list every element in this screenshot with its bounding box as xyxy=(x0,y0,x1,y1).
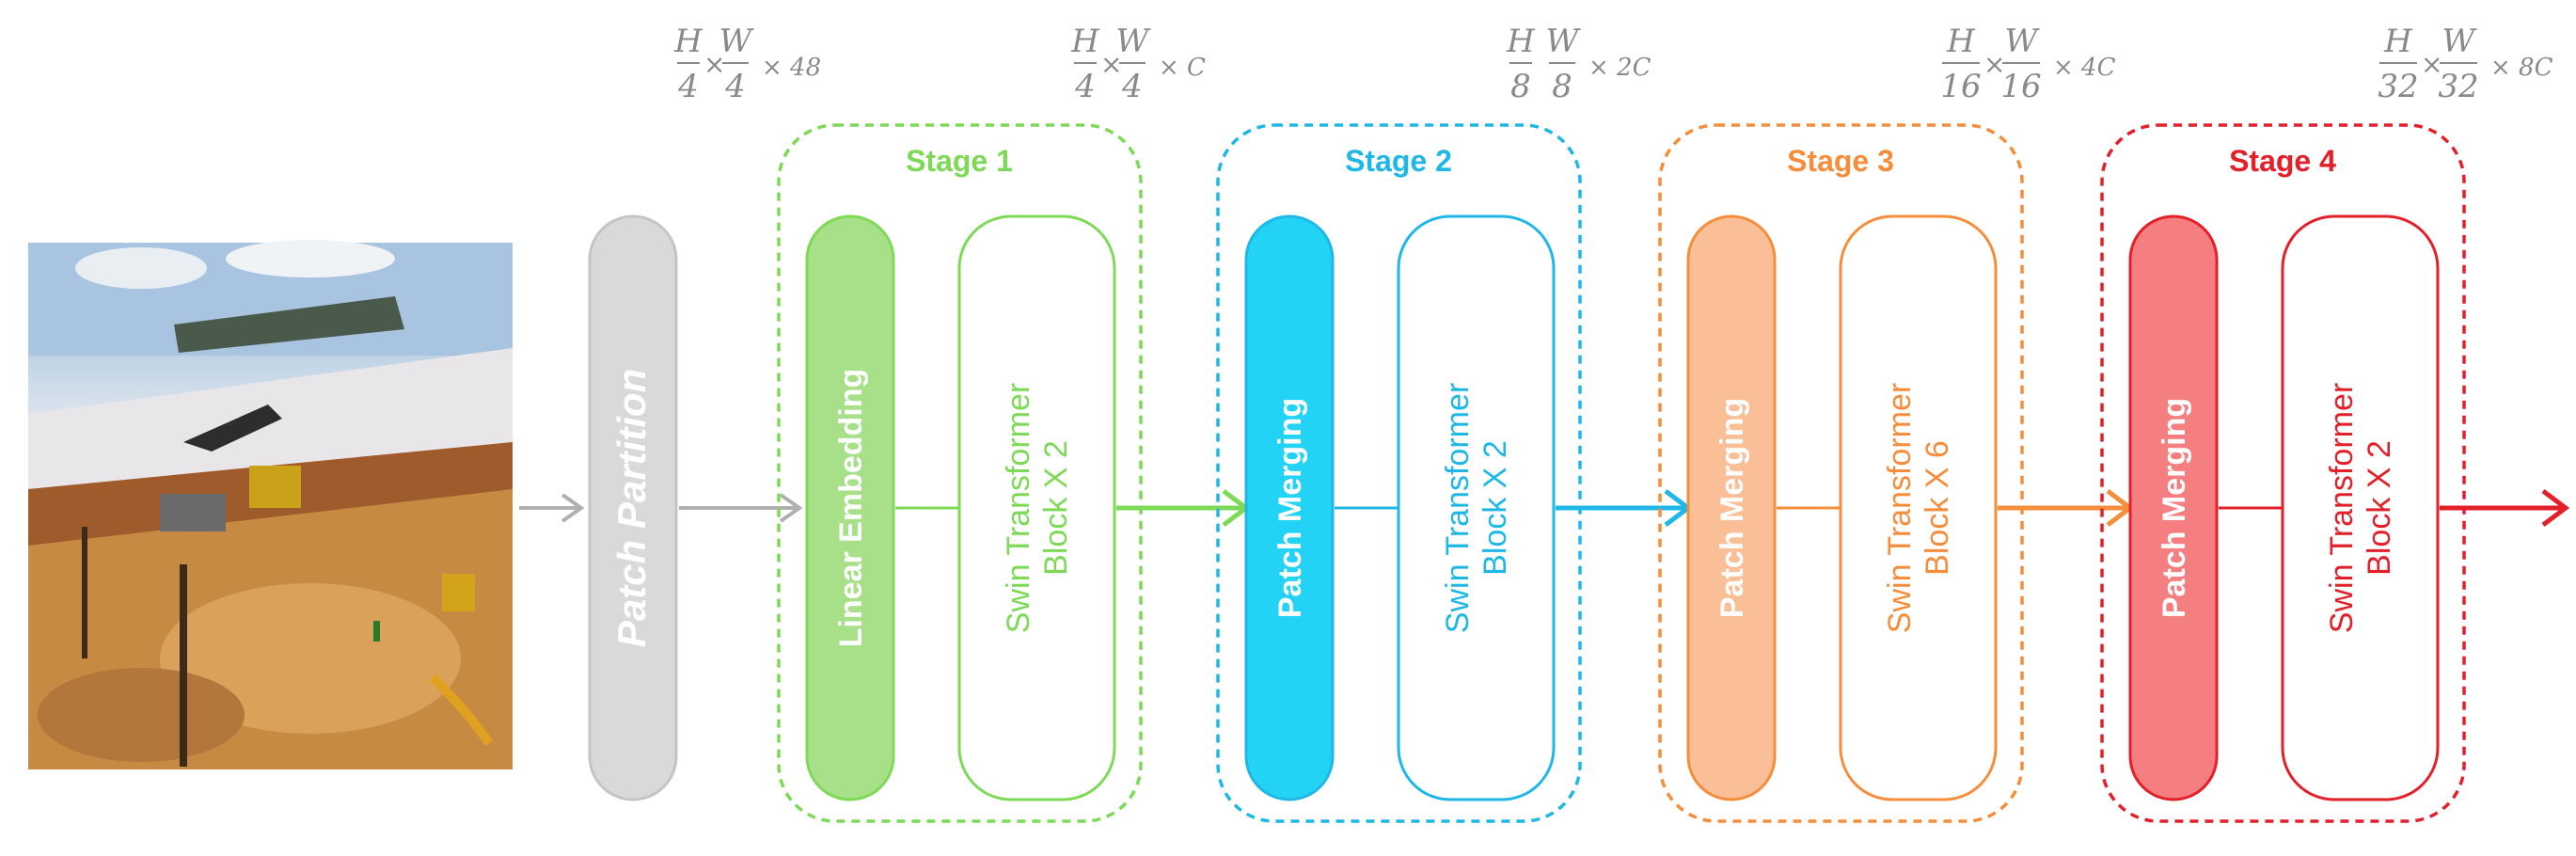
stage-first-block-label: Linear Embedding xyxy=(833,369,869,648)
dim-denominator-h: 8 xyxy=(1510,68,1531,105)
stage-first-block-label: Patch Merging xyxy=(2157,398,2192,618)
stages: Stage 1 Linear Embedding Swin TransformerB… xyxy=(777,123,2570,823)
patch-partition-label: Patch Partition xyxy=(609,369,654,647)
stage-transformer-block xyxy=(1839,214,1998,801)
dim-denominator-w: 32 xyxy=(2438,68,2478,105)
stage-title: Stage 3 xyxy=(1787,144,1894,178)
stage-transformer-label: Swin TransformerBlock X 6 xyxy=(1882,383,1955,633)
dim-denominator-w: 4 xyxy=(724,68,746,105)
stage-boundary xyxy=(1658,123,2024,823)
dimension-label-5: H 32×W 32 × 8C xyxy=(2378,23,2552,105)
dim-denominator-h: 16 xyxy=(1940,68,1981,105)
stage-2: Stage 2 Patch Merging Swin TransformerBloc… xyxy=(1216,123,1693,823)
stage-first-block xyxy=(1244,214,1335,801)
stage-transformer-label: Swin TransformerBlock X 2 xyxy=(2324,383,2397,633)
stage-3: Stage 3 Patch Merging Swin TransformerBloc… xyxy=(1658,123,2135,823)
dim-denominator-h: 32 xyxy=(2378,68,2418,105)
dim-denominator-h: 4 xyxy=(1074,68,1096,105)
stage-transformer-block xyxy=(1397,214,1556,801)
dimension-label-2: H4×W4× C xyxy=(1070,23,1206,105)
stage-boundary xyxy=(1216,123,1582,823)
dim-times: × xyxy=(703,49,725,80)
dimension-label-4: H 16×W 16 × 4C xyxy=(1940,23,2115,105)
stage-transformer-label: Swin TransformerBlock X 2 xyxy=(1001,383,1074,633)
dim-suffix: × C xyxy=(1159,54,1206,82)
dim-numerator-w: W xyxy=(2442,23,2478,60)
dim-times: × xyxy=(1100,49,1122,80)
stage-first-block-label: Patch Merging xyxy=(1272,398,1308,618)
stage-4: Stage 4 Patch Merging Swin TransformerBloc… xyxy=(2100,123,2570,823)
dim-numerator-w: W xyxy=(1546,23,1582,60)
dim-denominator-w: 4 xyxy=(1121,68,1143,105)
dim-numerator-h: H xyxy=(673,23,703,60)
stage-title: Stage 4 xyxy=(2229,144,2336,178)
dim-denominator-w: 16 xyxy=(2000,68,2041,105)
stage-title: Stage 1 xyxy=(906,144,1013,178)
dim-times: × xyxy=(1983,49,2005,80)
dim-suffix: × 48 xyxy=(762,54,821,82)
dim-numerator-w: W xyxy=(1116,23,1152,60)
dim-numerator-w: W xyxy=(2005,23,2041,60)
stage-transformer-block xyxy=(2281,214,2440,801)
dim-denominator-w: 8 xyxy=(1552,68,1572,105)
patch-partition-block: Patch Partition xyxy=(588,214,678,801)
dim-denominator-h: 4 xyxy=(677,68,699,105)
stage-transformer-label: Swin TransformerBlock X 2 xyxy=(1440,383,1513,633)
input-image xyxy=(28,240,513,769)
stage-transformer-block xyxy=(957,214,1116,801)
stage-1: Stage 1 Linear Embedding Swin TransformerB… xyxy=(777,123,1251,823)
dim-numerator-h: H xyxy=(1070,23,1100,60)
dim-numerator-h: H xyxy=(1946,23,1976,60)
stage-boundary xyxy=(777,123,1143,823)
stage-first-block xyxy=(805,214,895,801)
stage-first-block xyxy=(1686,214,1777,801)
dim-suffix: × 8C xyxy=(2490,54,2553,82)
dim-suffix: × 4C xyxy=(2053,54,2116,82)
stage-first-block xyxy=(2128,214,2219,801)
stage-title: Stage 2 xyxy=(1345,144,1452,178)
dim-numerator-h: H xyxy=(1506,23,1536,60)
dim-numerator-w: W xyxy=(719,23,755,60)
arrow-image-to-partition xyxy=(519,493,585,523)
dimension-label-1: H4×W4× 48 xyxy=(673,23,821,105)
dim-suffix: × 2C xyxy=(1588,54,1651,82)
dim-numerator-h: H xyxy=(2383,23,2413,60)
stage-boundary xyxy=(2100,123,2466,823)
stage-first-block-label: Patch Merging xyxy=(1715,398,1750,618)
dim-times: × xyxy=(2421,49,2442,80)
arrow-partition-to-stage1 xyxy=(679,493,803,523)
